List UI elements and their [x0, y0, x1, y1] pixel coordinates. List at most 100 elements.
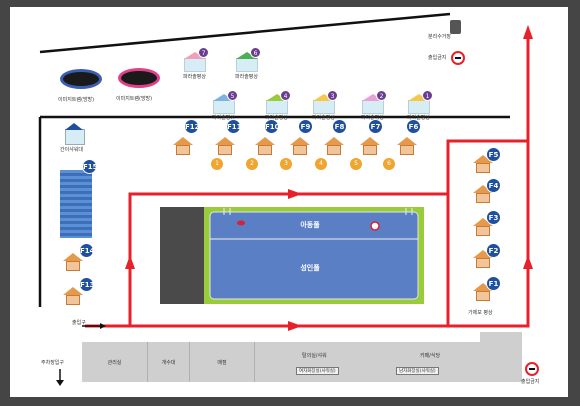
parking-entrance-label: 주차장입구	[41, 360, 65, 366]
kids-tent-icon	[65, 129, 85, 145]
tent-7	[184, 52, 206, 72]
building-section-sink: 개수대	[148, 342, 190, 382]
tent-7-label: 파라솔평상	[183, 74, 207, 80]
gazebo-f4	[473, 177, 493, 207]
pool-deck	[160, 207, 204, 304]
building-annex	[480, 332, 522, 344]
gazebo-f11	[215, 129, 235, 159]
route-arrow-right-1	[288, 189, 302, 199]
room-women: 여자화장실(샤워실)	[296, 367, 339, 375]
trampoline-2-label: 이미지트램(방방)	[116, 96, 153, 102]
exit-top-label: 출입금지	[428, 55, 447, 61]
tent-1-badge: 1	[422, 90, 433, 101]
gazebo-f11-badge: F11	[226, 119, 242, 134]
gazebo-f3-badge: F3	[486, 210, 501, 225]
fence-top	[39, 12, 451, 54]
tent-6-badge: 6	[250, 47, 261, 58]
route-main	[85, 32, 530, 328]
umbrella-6: 6	[383, 158, 395, 170]
gazebo-f6	[397, 129, 417, 159]
gazebo-f12-badge: F12	[184, 119, 200, 134]
trampoline-2	[118, 68, 160, 88]
tent-1-label: 파라솔평상	[407, 115, 431, 121]
route-arrow-up-2	[523, 255, 533, 269]
gazebo-f7	[360, 129, 380, 159]
tent-4	[266, 94, 288, 114]
gazebo-f9	[290, 129, 310, 159]
gazebo-f14	[63, 245, 83, 275]
trampoline-1-label: 이미지트램(방방)	[58, 97, 95, 103]
tent-2	[362, 94, 384, 114]
gazebo-f9-badge: F9	[298, 119, 313, 134]
gazebo-f13	[63, 279, 83, 309]
tent-5	[213, 94, 235, 114]
facility-map: 분리수거장 출입금지 이미지트램(방방) 이미지트램(방방) 7 파라솔평상 6…	[10, 7, 568, 397]
tent-3	[313, 94, 335, 114]
gazebo-f7-badge: F7	[368, 119, 383, 134]
gazebo-f5	[473, 147, 493, 177]
no-entry-icon-top	[451, 51, 465, 65]
entrance-label: 출입구	[72, 320, 86, 326]
building-section-office: 관리실	[82, 342, 148, 382]
umbrella-2: 2	[246, 158, 258, 170]
gazebo-f2	[473, 242, 493, 272]
tent-6	[236, 52, 258, 72]
pool-toy-red	[237, 220, 245, 226]
gazebo-f10	[255, 129, 275, 159]
parking-arrowhead	[56, 380, 64, 386]
route-arrow-up-3	[125, 255, 135, 269]
umbrella-3: 3	[280, 158, 292, 170]
tent-1	[408, 94, 430, 114]
tent-6-label: 파라솔평상	[235, 74, 259, 80]
gazebo-f2-badge: F2	[486, 243, 501, 258]
kids-pool-label: 아동풀	[300, 221, 320, 229]
tent-4-label: 파라솔평상	[265, 115, 289, 121]
pool-toy-ball	[370, 221, 380, 231]
trampoline-1	[60, 69, 102, 89]
gazebo-f3	[473, 210, 493, 240]
gazebo-f10-badge: F10	[264, 119, 280, 134]
kids-tent-roof	[65, 123, 83, 130]
umbrella-4: 4	[315, 158, 327, 170]
adult-pool-label: 성인풀	[300, 264, 320, 272]
gazebo-f5-badge: F5	[486, 147, 501, 162]
gazebo-f1-badge: F1	[486, 276, 501, 291]
umbrella-1: 1	[211, 158, 223, 170]
room-men: 남자화장실(샤워실)	[396, 367, 439, 375]
trash-bin-icon	[450, 20, 461, 34]
route-arrow-up-1	[523, 25, 533, 39]
building-section-store: 매점	[190, 342, 255, 382]
tent-3-badge: 3	[327, 90, 338, 101]
gazebo-f14-badge: F14	[79, 243, 95, 258]
gazebo-f6-badge: F6	[406, 119, 421, 134]
route-arrow-right-2	[288, 321, 302, 331]
pool-water	[209, 211, 419, 300]
gazebo-f12	[173, 129, 193, 159]
pool-ladder-2	[405, 208, 413, 215]
pool-ladder-1	[223, 208, 231, 215]
entrance-arrowhead	[100, 323, 106, 329]
map-lines	[38, 12, 533, 386]
tent-4-badge: 4	[280, 90, 291, 101]
trash-label: 분리수거장	[428, 34, 452, 40]
gazebo-f15-badge: F15	[82, 159, 98, 174]
gazebo-f13-badge: F13	[79, 277, 95, 292]
tent-7-badge: 7	[198, 47, 209, 58]
kids-tent-label: 간이샤워대	[60, 147, 84, 153]
right-gazebo-label: 가제보 평상	[468, 310, 493, 316]
exit-bottom-label: 출입금지	[521, 379, 540, 385]
no-entry-icon-bottom	[525, 362, 539, 376]
building-section-shower: 탈의실/샤워	[302, 353, 327, 359]
tent-3-label: 파라솔평상	[312, 115, 336, 121]
gazebo-f8-badge: F8	[332, 119, 347, 134]
shower-area	[60, 170, 92, 238]
tent-5-label: 파라솔평상	[212, 115, 236, 121]
gazebo-f4-badge: F4	[486, 178, 501, 193]
tent-2-label: 파라솔평상	[361, 115, 385, 121]
gazebo-f1	[473, 275, 493, 305]
umbrella-5: 5	[350, 158, 362, 170]
building-section-cafe: 카페/식당	[420, 353, 441, 359]
tent-5-badge: 5	[227, 90, 238, 101]
gazebo-f8	[324, 129, 344, 159]
